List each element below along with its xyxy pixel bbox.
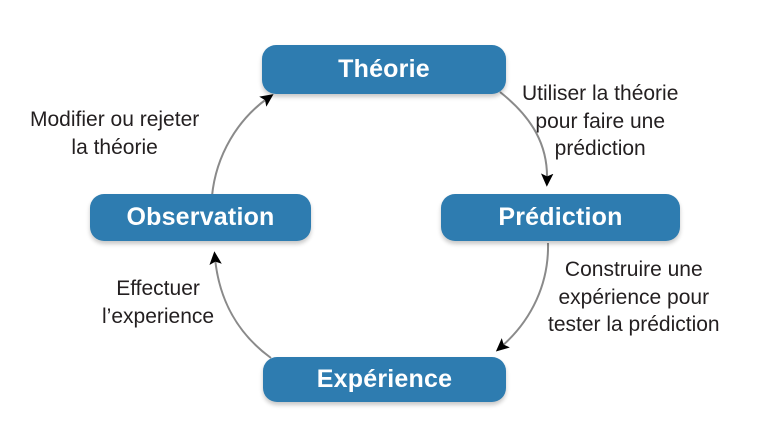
node-theorie-label: Théorie	[338, 55, 430, 83]
node-observation-label: Observation	[126, 203, 275, 231]
caption-line: la théorie	[71, 135, 158, 159]
caption-line: pour faire une	[535, 109, 665, 133]
caption-line: tester la prédiction	[548, 313, 720, 337]
caption-line: Utiliser la théorie	[522, 82, 679, 105]
caption-line: prédiction	[554, 137, 646, 161]
edge-caption-observation-to-theorie: Modifier ou rejeter la théorie	[30, 106, 199, 161]
arc-experience-to-observation	[209, 251, 272, 359]
caption-line: Modifier ou rejeter	[30, 108, 200, 131]
caption-line: Construire une	[564, 258, 703, 281]
caption-line: l’experience	[102, 304, 215, 328]
node-prediction-label: Prédiction	[498, 203, 623, 231]
edge-caption-experience-to-observation: Effectuer l’experience	[102, 275, 214, 330]
node-experience[interactable]: Expérience	[263, 357, 506, 402]
arc-prediction-to-experience	[495, 242, 550, 352]
node-experience-label: Expérience	[316, 365, 453, 393]
arc-observation-to-theorie	[211, 94, 274, 197]
node-prediction[interactable]: Prédiction	[441, 194, 680, 241]
caption-line: expérience pour	[558, 285, 710, 309]
edge-caption-theorie-to-prediction: Utiliser la théorie pour faire une prédi…	[522, 80, 678, 163]
node-theorie[interactable]: Théorie	[262, 45, 506, 94]
node-observation[interactable]: Observation	[90, 194, 311, 241]
caption-line: Effectuer	[116, 277, 200, 300]
edge-caption-prediction-to-experience: Construire une expérience pour tester la…	[548, 256, 720, 339]
arc-theorie-to-prediction	[499, 91, 554, 187]
